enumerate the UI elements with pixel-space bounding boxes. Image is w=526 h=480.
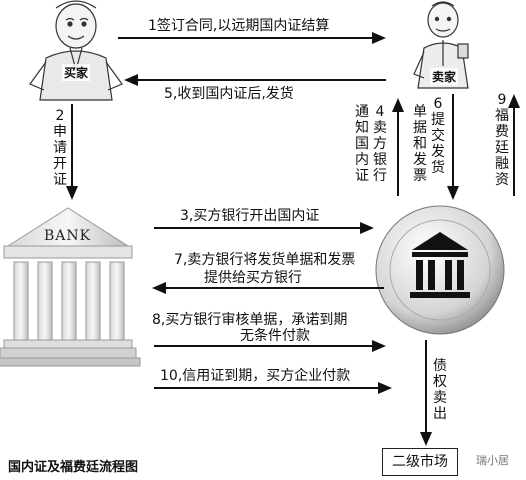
diagram-caption: 国内证及福费廷流程图 <box>8 460 139 475</box>
step-8-label-line1: 8,买方银行审核单据，承诺到期 <box>152 312 348 328</box>
step-11-label: 债权卖出 <box>433 358 447 422</box>
step-7-label-line2: 提供给买方银行 <box>204 270 302 286</box>
seller-label: 卖家 <box>430 68 459 85</box>
step-10-label: 10,信用证到期，买方企业付款 <box>160 368 351 384</box>
bank-sign: BANK <box>44 228 92 244</box>
step-6-label-col1: 单据和发票 <box>413 104 427 184</box>
arrow-lines <box>66 32 520 446</box>
step-9-label: 9福费廷融资 <box>495 92 509 188</box>
step-6-label-col2: 6提交发货 <box>431 96 445 176</box>
seller-bank-seal <box>375 205 505 335</box>
watermark: 瑞小居 <box>476 454 509 467</box>
step-2-label: 2申请开证 <box>53 108 67 188</box>
buyer-figure <box>29 0 123 101</box>
step-8-label-line2: 无条件付款 <box>240 328 310 344</box>
buyer-label: 买家 <box>62 64 91 81</box>
step-4-label-col1: 通知国内证 <box>355 104 369 184</box>
step-7-label-line1: 7,卖方银行将发货单据和发票 <box>174 252 356 268</box>
buyer-bank-building <box>0 207 141 367</box>
secondary-market-box: 二级市场 <box>382 448 458 476</box>
step-1-label: 1签订合同,以远期国内证结算 <box>148 18 330 34</box>
step-4-label-col2: 4卖方银行 <box>373 104 387 184</box>
step-3-label: 3,买方银行开出国内证 <box>180 208 320 224</box>
step-5-label: 5,收到国内证后,发货 <box>164 86 294 102</box>
